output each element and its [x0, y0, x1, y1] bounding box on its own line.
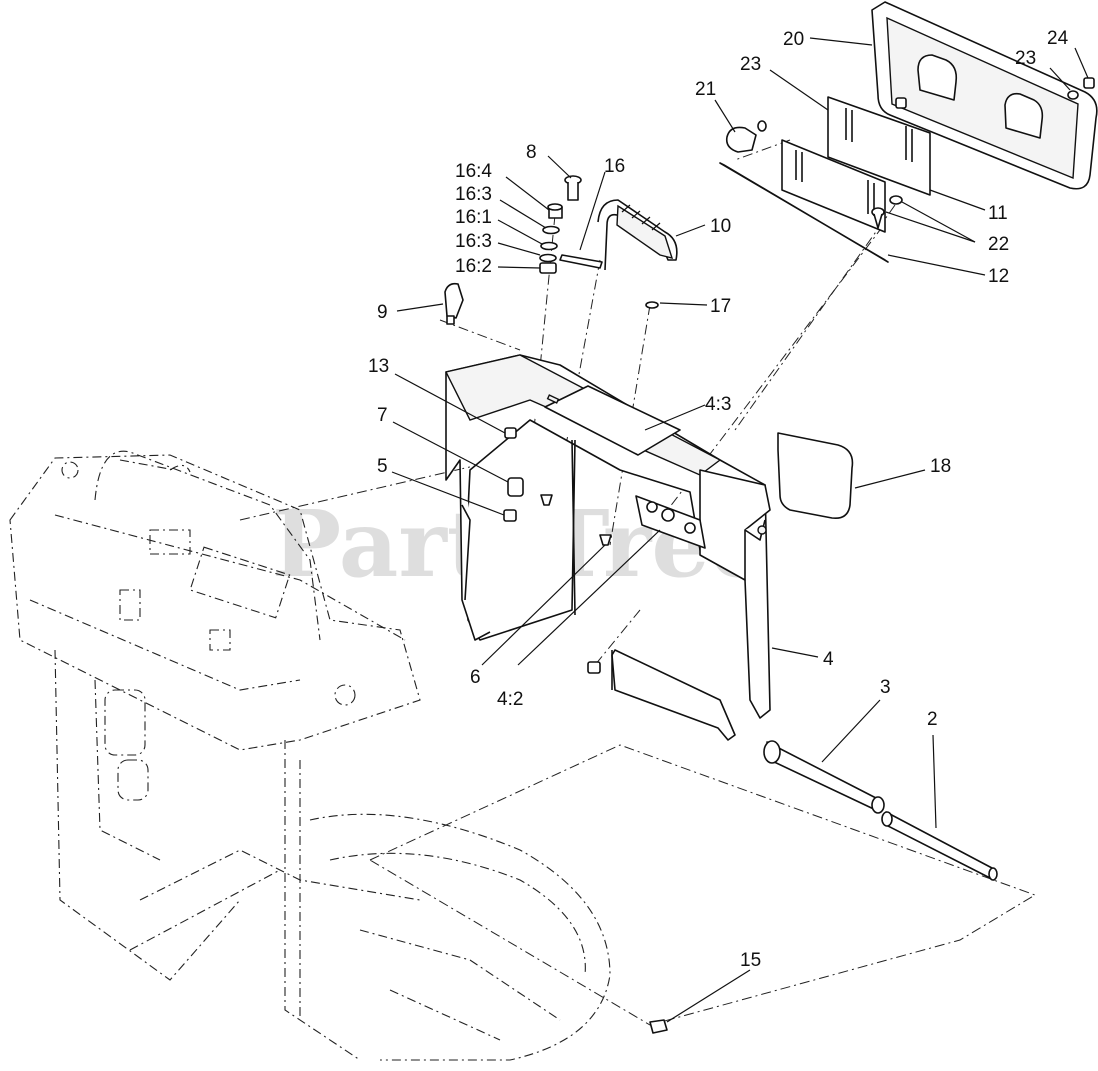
callout-16-4: 16:4	[455, 161, 492, 182]
callout-21: 21	[695, 79, 716, 100]
small-hardware	[444, 175, 668, 1034]
callout-18: 18	[930, 456, 951, 477]
callout-16: 16	[604, 156, 625, 177]
callout-16-3-top: 16:3	[455, 184, 492, 205]
callout-8: 8	[526, 142, 537, 163]
callout-4-3: 4:3	[705, 394, 731, 415]
callout-4-2: 4:2	[497, 689, 523, 710]
callout-16-3-bottom: 16:3	[455, 231, 492, 252]
rod-and-tube	[611, 649, 998, 881]
callout-7: 7	[377, 405, 388, 426]
handle	[597, 199, 678, 271]
callout-16-1: 16:1	[455, 207, 492, 228]
callout-16-2: 16:2	[455, 256, 492, 277]
callout-6: 6	[470, 667, 481, 688]
callout-3: 3	[880, 677, 891, 698]
callout-5: 5	[377, 456, 388, 477]
callout-15: 15	[740, 950, 761, 971]
cover-panel	[871, 1, 1098, 190]
callout-12: 12	[988, 266, 1009, 287]
callout-labels: 20 24 23 23 21 11 22 12 8 16 10 16:4 16:…	[368, 28, 1069, 971]
callout-9: 9	[377, 302, 388, 323]
fastener-stack	[539, 203, 603, 274]
leader-lines	[391, 37, 1089, 1023]
callout-24: 24	[1047, 28, 1069, 49]
callout-4: 4	[823, 649, 834, 670]
callout-22: 22	[988, 234, 1009, 255]
callout-23-left: 23	[740, 54, 761, 75]
callout-20: 20	[783, 29, 804, 50]
callout-10: 10	[710, 216, 731, 237]
callout-13: 13	[368, 356, 389, 377]
callout-2: 2	[927, 709, 938, 730]
callout-23-right: 23	[1015, 48, 1036, 69]
mower-frame-ghost	[9, 450, 611, 1061]
bracket-plates	[719, 96, 931, 263]
console-shroud	[444, 354, 771, 719]
callout-11: 11	[988, 203, 1008, 224]
callout-17: 17	[710, 296, 731, 317]
knob-and-nuts	[725, 77, 1095, 153]
decal	[777, 432, 854, 520]
